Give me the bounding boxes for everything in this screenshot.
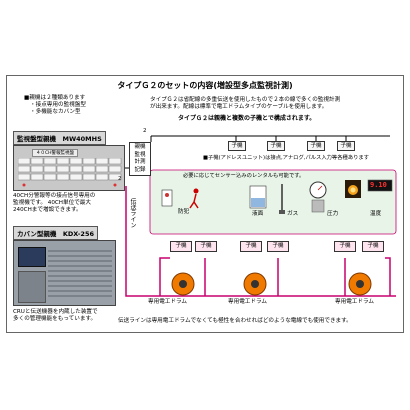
wire-count-label: 2 xyxy=(143,128,147,134)
child-unit: 子機 xyxy=(307,141,325,151)
drum-label: 専用電工ドラム xyxy=(335,299,374,305)
drum-label: 専用電工ドラム xyxy=(148,299,187,305)
description-line: 240CHまで増設できます。 xyxy=(13,207,82,213)
panel-monitor-title: 監視盤型親機 MW40MHS xyxy=(13,131,106,145)
list-item: ■親機は２種類あります xyxy=(24,95,86,101)
description-line: 監視機です。 40CH単位で最大 xyxy=(13,200,91,206)
child-unit: 子機 xyxy=(267,141,285,151)
sensor-label-temperature: 温度 xyxy=(370,211,382,217)
case-side-panel xyxy=(18,271,46,303)
parent-types-list: ■親機は２種類あります ・接点専用の監視盤型 ・多機能なカバン型 xyxy=(24,95,86,116)
level-sensor-icon xyxy=(249,185,267,209)
drum-icon xyxy=(171,272,195,296)
child-unit: 子機 xyxy=(195,241,217,252)
description-line: が出来ます。配線は標準で電工ドラムタイプのケーブルを使用します。 xyxy=(150,104,328,110)
monitor-panel-image: ４０CH警報監視盤 xyxy=(13,145,125,191)
description-block: タイプＧ２は省配線の多重伝送を使用したもので２本の線で多くの監視計測 が出来ます… xyxy=(150,97,340,111)
child-unit: 子機 xyxy=(362,241,384,252)
case-screen xyxy=(18,247,46,267)
list-item: ・多機能なカバン型 xyxy=(30,109,81,115)
record-box-line: 親機 xyxy=(134,144,146,150)
fire-icon xyxy=(345,180,361,198)
record-box-line: 監視 xyxy=(134,151,146,158)
pressure-gauge-icon xyxy=(309,181,327,213)
description-line: 多くの管理機能をもっています。 xyxy=(13,316,97,322)
child-unit: 子機 xyxy=(334,241,356,252)
running-person-icon xyxy=(189,188,199,209)
child-note: ■子機(アドレスユニット)は接点,アナログ,パルス入力等各種あります xyxy=(203,155,370,161)
panel-case-description: CRUと伝送機器を内蔵した装置で 多くの管理機能をもっています。 xyxy=(13,309,98,323)
description-line: CRUと伝送機器を内蔵した装置で xyxy=(13,309,98,315)
sensor-area xyxy=(149,169,397,235)
description-line: 40CH分警報等の接点信号専用の xyxy=(13,193,96,199)
case-vent-grille xyxy=(48,250,112,297)
transmission-line-label: 伝送ライン xyxy=(129,198,136,228)
sensor-note: 必要に応じてセンサー込みのレンタルも可能です。 xyxy=(183,173,305,179)
wire-count-label: 2 xyxy=(118,176,122,182)
child-unit: 子機 xyxy=(337,141,355,151)
drum-icon xyxy=(348,272,372,296)
case-unit-image xyxy=(13,240,116,306)
record-box-line: 計測 xyxy=(134,159,146,165)
gas-sensor-icon xyxy=(279,184,285,214)
monitor-lamps xyxy=(18,158,122,187)
sensor-label-pressure: 圧力 xyxy=(327,211,339,217)
child-unit: 子機 xyxy=(267,241,289,252)
child-unit: 子機 xyxy=(240,241,262,252)
child-unit: 子機 xyxy=(170,241,192,252)
sensor-label-crime: 防犯 xyxy=(178,209,190,215)
panel-monitor-description: 40CH分警報等の接点信号専用の 監視機です。 40CH単位で最大 240CHま… xyxy=(13,193,95,214)
drum-label: 専用電工ドラム xyxy=(228,299,267,305)
temperature-display-icon xyxy=(367,179,393,192)
sensor-label-gas: ガス xyxy=(287,211,299,217)
sensor-label-level: 液面 xyxy=(252,211,264,217)
transmission-line xyxy=(125,186,160,297)
description-line: タイプＧ２は省配線の多重伝送を使用したもので２本の線で多くの監視計測 xyxy=(150,97,341,103)
drum-icon xyxy=(243,272,267,296)
child-unit: 子機 xyxy=(228,141,246,151)
temperature-display: 9.10 xyxy=(370,181,387,189)
bottom-note: 伝送ラインは専用電工ドラムでなくても極性を合わせればどのような電線でも使用できま… xyxy=(118,318,352,324)
monitor-panel-label: ４０CH警報監視盤 xyxy=(32,149,79,157)
record-box-line: 記録 xyxy=(134,166,146,173)
panel-case-title: カバン型親機 KDX-256 xyxy=(13,226,99,240)
list-item: ・接点専用の監視盤型 xyxy=(30,102,86,108)
subtitle: タイプＧ２は親機と複数の子機とで構成されます。 xyxy=(178,115,316,122)
page-title: タイプＧ２のセットの内容(増設型多点監視計測) xyxy=(117,81,293,90)
record-box: 親機 監視 計測 記録 xyxy=(129,142,151,176)
crime-sensor-icon xyxy=(161,189,173,207)
